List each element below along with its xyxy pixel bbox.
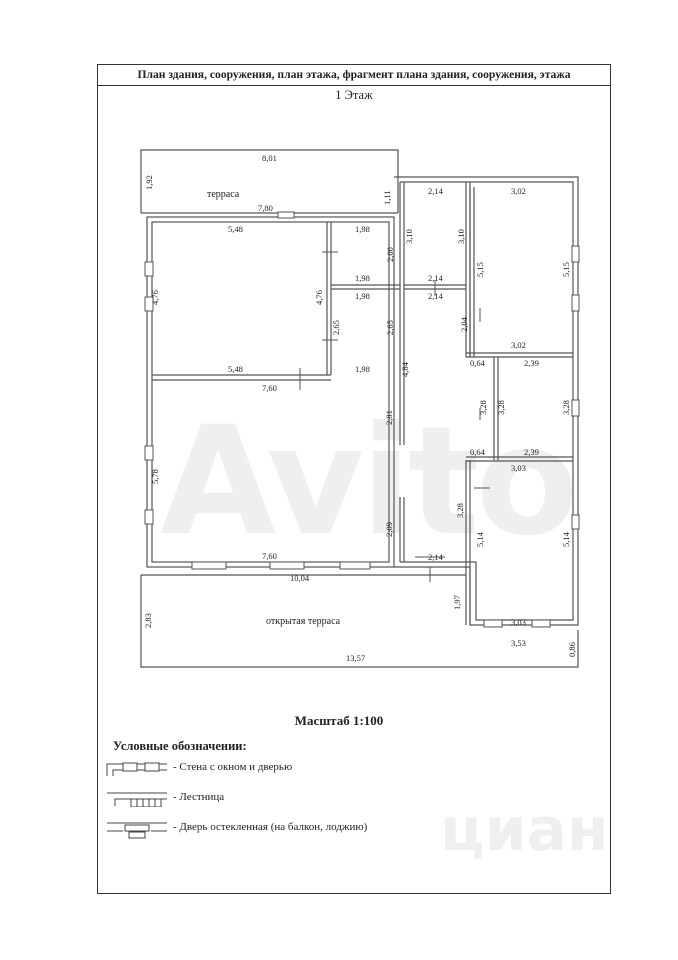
dim-label: 2,09	[384, 522, 394, 537]
dim-label: 2,04	[459, 316, 469, 332]
dim-label: 8,01	[262, 153, 277, 163]
dim-label: 7,60	[262, 383, 277, 393]
dim-label: 0,64	[470, 358, 486, 368]
dim-label: 3,02	[511, 186, 526, 196]
dim-label: 3,28	[561, 400, 571, 415]
dim-label: 2,83	[143, 613, 153, 628]
dim-label: 3,53	[511, 638, 526, 648]
dim-label: 5,48	[228, 224, 243, 234]
legend-item-wall: - Стена с окном и дверью	[105, 759, 505, 779]
dim-label: 2,14	[428, 186, 444, 196]
avito-watermark: Avito	[160, 395, 579, 569]
walls	[140, 149, 579, 668]
dim-label: 5,15	[475, 262, 485, 277]
legend-item-stairs: - Лестница	[105, 789, 405, 809]
cian-watermark: циан	[440, 795, 609, 865]
dim-label: 5,78	[150, 469, 160, 484]
dim-label: 1,98	[355, 291, 370, 301]
dim-label: 2,00	[385, 247, 395, 262]
dim-label: 3,10	[456, 229, 466, 244]
dim-label: 5,48	[228, 364, 243, 374]
dim-label: 2,81	[384, 410, 394, 425]
dim-label: 0,64	[470, 447, 486, 457]
legend-item-glazed-door: - Дверь остекленная (на балкон, лоджию)	[105, 819, 505, 839]
dim-label: 10,04	[290, 573, 310, 583]
floor-label: 1 Этаж	[335, 88, 373, 102]
dim-label: 5,14	[475, 531, 485, 547]
legend-label-wall: - Стена с окном и дверью	[173, 761, 293, 773]
wall-with-window-icon	[106, 762, 167, 776]
dim-label: 2,14	[428, 273, 444, 283]
doors	[299, 251, 490, 582]
dim-label: 2,14	[428, 552, 444, 562]
dim-label: 7,60	[262, 551, 277, 561]
dim-label: 3,28	[496, 400, 506, 415]
dim-label: 2,65	[385, 320, 395, 335]
dim-label: 3,03	[511, 463, 526, 473]
dim-label: 7,80	[258, 203, 273, 213]
dim-label: 3,03	[511, 617, 526, 627]
dim-label: 2,14	[428, 291, 444, 301]
dim-label: 3,10	[404, 229, 414, 244]
dim-label: 2,65	[331, 320, 341, 335]
legend-title: Условные обозначении:	[113, 739, 247, 753]
dim-label: 0,86	[567, 642, 577, 657]
dim-label: 1,98	[355, 224, 370, 234]
dim-label: 2,39	[524, 358, 539, 368]
dim-label: 3,28	[455, 503, 465, 518]
stairs-icon	[107, 792, 167, 807]
dim-label: 4,84	[400, 361, 410, 377]
room-label-terrace: терраса	[207, 189, 240, 200]
dim-label: 1,97	[452, 595, 462, 610]
dim-label: 13,57	[346, 653, 365, 663]
windows	[144, 211, 580, 628]
dim-label: 5,15	[561, 262, 571, 277]
glazed-door-icon	[107, 822, 167, 839]
legend-label-stairs: - Лестница	[173, 791, 225, 803]
dim-label: 1,98	[355, 273, 370, 283]
legend-label-glazed-door: - Дверь остекленная (на балкон, лоджию)	[173, 821, 368, 833]
room-label-open-terrace: открытая терраса	[266, 616, 341, 627]
dim-label: 3,28	[478, 400, 488, 415]
dim-label: 4,76	[314, 290, 324, 305]
plan-frame: План здания, сооружения, план этажа, фра…	[97, 64, 611, 894]
plan-header-title: План здания, сооружения, план этажа, фра…	[98, 65, 610, 86]
dim-label: 2,39	[524, 447, 539, 457]
dim-label: 1,92	[144, 175, 154, 190]
dim-label: 3,02	[511, 340, 526, 350]
scale-label: Масштаб 1:100	[294, 713, 384, 728]
dim-label: 5,14	[561, 531, 571, 547]
dim-label: 1,98	[355, 364, 370, 374]
dim-label: 1,11	[382, 190, 392, 205]
dim-label: 4,76	[150, 290, 160, 305]
